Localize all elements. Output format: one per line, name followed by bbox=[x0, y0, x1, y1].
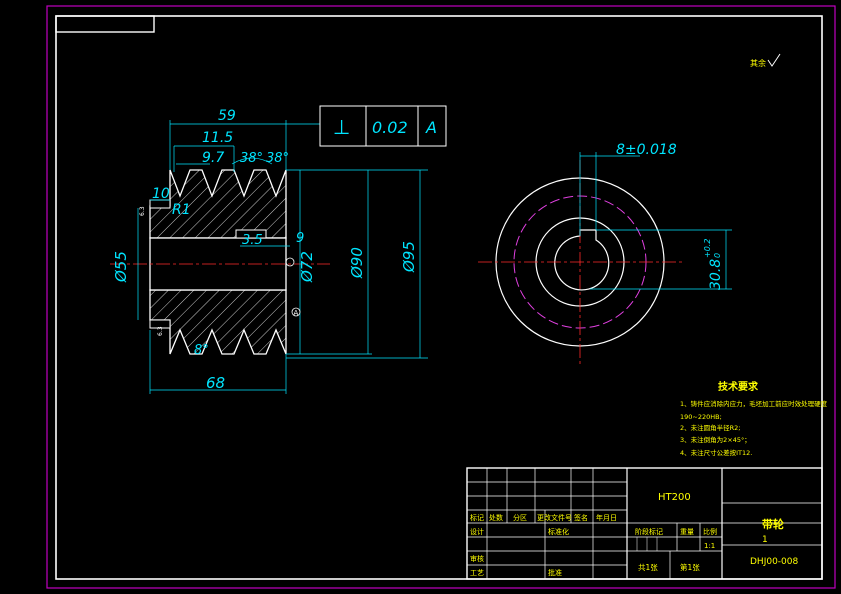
dim-bottom-width: 68 bbox=[206, 374, 225, 392]
tb-header-zone: 分区 bbox=[513, 513, 527, 522]
tb-header-sign: 签名 bbox=[574, 513, 588, 522]
dim-overall-width: 59 bbox=[218, 108, 236, 124]
keyway-notch bbox=[235, 229, 267, 239]
corner-roughness-text: 其余 bbox=[750, 58, 766, 68]
tb-quantity: 1 bbox=[762, 535, 768, 545]
hub-notch-bottom bbox=[149, 319, 171, 329]
datum-marker-icon bbox=[291, 307, 301, 317]
sheet-border-outer bbox=[46, 5, 836, 589]
dim-keyway-depth: 3.5 bbox=[242, 233, 263, 248]
lower-rim-section bbox=[149, 289, 287, 355]
tb-header-date: 年月日 bbox=[596, 513, 617, 522]
tech-req-title: 技术要求 bbox=[718, 380, 759, 393]
dim-angle-left: 38° bbox=[240, 151, 263, 166]
tolerance-datum: A bbox=[425, 118, 437, 137]
tech-req-item-2: 2、未注圆角半径R2; bbox=[680, 423, 740, 432]
surface-note-left: 6.3 bbox=[139, 206, 146, 216]
dim-key-depth: 30.8 bbox=[708, 259, 724, 290]
tb-material: HT200 bbox=[658, 492, 691, 503]
dim-outer-dia: Ø95 bbox=[400, 241, 418, 273]
dim-groove-top: 9.7 bbox=[202, 150, 224, 166]
roughness-check-icon bbox=[767, 53, 781, 67]
technical-requirements: 技术要求 1、铸件应消除内应力，毛坯加工前应时效处理硬度 190~220HB; … bbox=[680, 380, 828, 457]
dim-fillet: R1 bbox=[172, 202, 191, 218]
tech-req-item-1: 1、铸件应消除内应力，毛坯加工前应时效处理硬度 bbox=[680, 399, 828, 408]
tolerance-frame: ⊥ 0.02 A bbox=[319, 105, 447, 147]
bore-with-keyway bbox=[554, 229, 610, 291]
tb-standardize: 标准化 bbox=[548, 527, 569, 536]
tech-req-item-1b: 190~220HB; bbox=[680, 413, 722, 421]
upper-rim-section bbox=[149, 169, 287, 239]
dim-key-depth-tol-lower: 0 bbox=[713, 253, 722, 258]
dim-angle-right: 38° bbox=[266, 151, 289, 166]
section-dimensions bbox=[137, 120, 428, 394]
tb-sheet-current: 第1张 bbox=[680, 562, 700, 572]
tolerance-symbol: ⊥ bbox=[333, 115, 350, 139]
tb-stage: 阶段标记 bbox=[635, 527, 663, 536]
dim-bottom-angle: 8° bbox=[194, 343, 209, 358]
dim-key-depth-tol-upper: +0.2 bbox=[703, 239, 712, 258]
title-block bbox=[466, 467, 823, 580]
tech-req-item-4: 4、未注尺寸公差按IT12. bbox=[680, 448, 752, 457]
tb-designer: 设计 bbox=[470, 527, 484, 536]
datum-marker-label: A bbox=[294, 309, 299, 317]
title-block-text: 标记 处数 分区 更改文件号 签名 年月日 设计 标准化 审核 工艺 批准 HT… bbox=[470, 492, 799, 577]
tb-weight: 重量 bbox=[680, 528, 694, 536]
tech-req-item-3: 3、未注倒角为2×45°； bbox=[680, 435, 751, 444]
top-left-label-box bbox=[55, 15, 155, 33]
tb-process: 工艺 bbox=[470, 569, 484, 577]
sheet-border-inner bbox=[55, 15, 823, 580]
dim-pitch-dia: Ø90 bbox=[348, 247, 366, 279]
tb-review: 审核 bbox=[470, 554, 484, 563]
tb-approve: 批准 bbox=[548, 568, 562, 577]
tb-part-name: 带轮 bbox=[762, 517, 784, 531]
dim-hub-dia: Ø72 bbox=[298, 251, 316, 283]
end-view-dimensions bbox=[579, 152, 732, 290]
dim-groove-pitch: 11.5 bbox=[202, 130, 233, 146]
surface-note-bottom: 6.3 bbox=[157, 326, 164, 336]
section-view bbox=[110, 169, 330, 355]
tb-header-count: 处数 bbox=[489, 513, 503, 522]
dim-key-width: 8±0.018 bbox=[616, 142, 677, 158]
tb-header-change: 更改文件号 bbox=[537, 513, 572, 522]
dim-keyway-width-small: 9 bbox=[296, 231, 304, 246]
tolerance-value: 0.02 bbox=[372, 118, 408, 137]
tb-scale-label: 比例 bbox=[703, 527, 717, 536]
dim-edge-offset: 10 bbox=[152, 186, 170, 202]
tb-sheet-total: 共1张 bbox=[638, 563, 658, 572]
dim-bore-dia: Ø55 bbox=[112, 251, 130, 283]
tb-header-mark: 标记 bbox=[470, 513, 484, 522]
tb-drawing-no: DHJ00-008 bbox=[750, 557, 799, 567]
tb-scale-value: 1:1 bbox=[704, 542, 715, 550]
reference-marker-icon bbox=[285, 257, 295, 267]
